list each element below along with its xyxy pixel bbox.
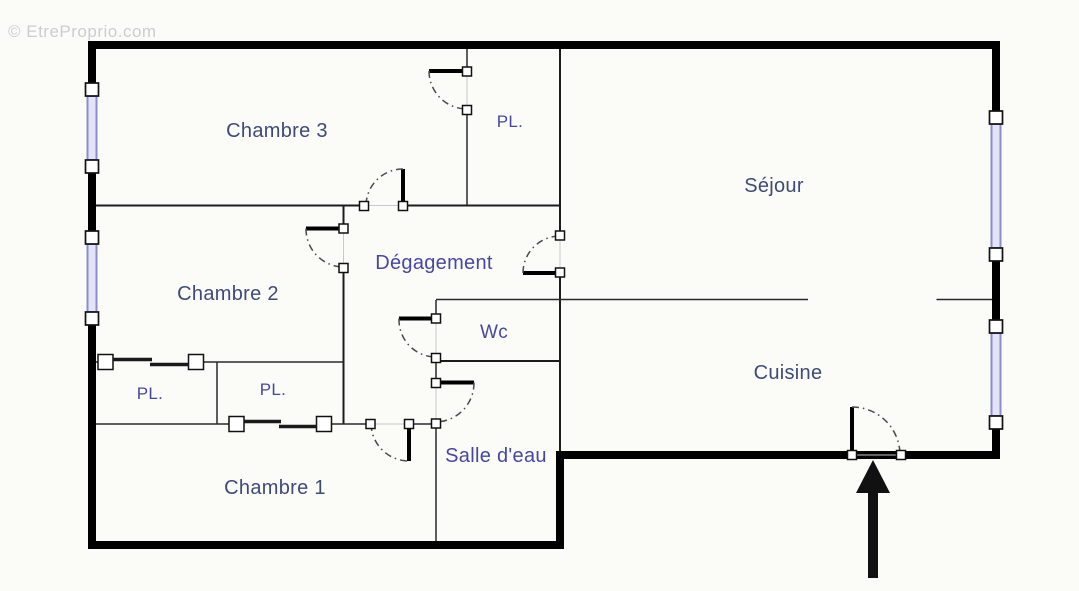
jamb-marker [403, 418, 415, 430]
jamb-marker [554, 267, 566, 278]
door-chambre2 [305, 226, 344, 268]
room-label-chambre-2: Chambre 2 [177, 283, 279, 305]
door-placard-haut [428, 69, 468, 110]
room-label-chambre-1: Chambre 1 [224, 477, 326, 499]
watermark-text: © EtreProprio.com [8, 22, 157, 41]
jamb-marker [430, 377, 442, 389]
door-swing-arc [398, 318, 437, 358]
window-sejour [988, 110, 1004, 262]
sliding-door-pl2 [228, 415, 333, 433]
window-chambre3 [84, 82, 100, 174]
sliding-door-end [187, 353, 205, 371]
door-swing-arc [370, 423, 410, 462]
door-sejour [522, 235, 561, 275]
door-salle-d-eau [435, 380, 475, 423]
jamb-marker [461, 104, 473, 116]
jamb-marker [365, 418, 376, 430]
jamb-marker [895, 449, 907, 461]
jamb-marker [338, 223, 349, 234]
jamb-marker [461, 66, 473, 77]
sliding-door-pl1 [97, 353, 205, 371]
window-end [988, 247, 1004, 262]
room-label-placard-haut: PL. [497, 112, 523, 131]
jamb-marker [358, 200, 370, 212]
jamb-marker [846, 449, 858, 461]
entrance-arrow [856, 460, 890, 578]
window-end [84, 82, 100, 97]
jamb-marker [397, 200, 409, 212]
door-entrance [850, 406, 901, 456]
room-label-placard-1: PL. [137, 384, 163, 403]
window-glass [86, 95, 98, 161]
door-chambre1 [370, 423, 411, 462]
room-labels: Chambre 3 PL. Séjour Chambre 2 Dégagemen… [137, 112, 823, 499]
door-jamb-markers [338, 66, 907, 461]
jamb-marker [430, 352, 442, 364]
window-end [988, 110, 1004, 125]
window-end [84, 159, 100, 174]
sliding-door-end [97, 353, 114, 371]
window-end [988, 415, 1004, 430]
room-label-cuisine: Cuisine [754, 362, 823, 384]
window-end [988, 319, 1004, 334]
window-glass [86, 243, 98, 313]
room-label-chambre-3: Chambre 3 [226, 120, 328, 142]
room-label-salle-d-eau: Salle d'eau [445, 445, 547, 467]
sliding-doors [97, 353, 333, 433]
jamb-marker [338, 262, 349, 274]
door-swing-arc [428, 70, 468, 110]
sliding-door-end [228, 415, 245, 433]
doors [305, 69, 901, 462]
door-chambre3 [365, 168, 405, 207]
jamb-marker [430, 313, 442, 324]
sliding-door-end [315, 415, 333, 433]
door-swing-arc [435, 382, 475, 423]
room-label-degagement: Dégagement [375, 252, 493, 274]
room-label-wc: Wc [480, 322, 508, 343]
door-thresholds [343, 72, 900, 456]
door-swing-arc [522, 235, 561, 274]
windows [84, 82, 1004, 430]
jamb-marker [554, 230, 566, 241]
window-end [84, 230, 100, 245]
window-end [84, 311, 100, 326]
door-swing-arc [365, 168, 404, 207]
room-label-sejour: Séjour [744, 175, 804, 197]
door-swing-arc [305, 228, 344, 268]
outer-walls [88, 41, 1000, 549]
window-glass [990, 123, 1002, 249]
door-wc [398, 316, 437, 358]
door-swing-arc [851, 406, 901, 456]
window-cuisine [988, 319, 1004, 430]
room-label-placard-2: PL. [260, 380, 286, 399]
window-chambre2 [84, 230, 100, 326]
window-glass [990, 332, 1002, 417]
jamb-marker [430, 418, 442, 429]
